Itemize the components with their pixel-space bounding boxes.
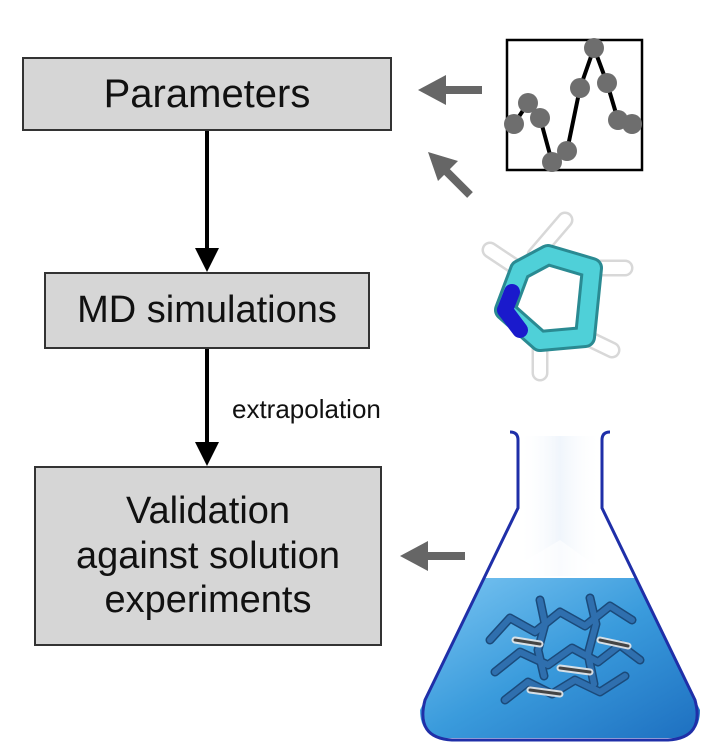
- validation-line-2: against solution: [75, 534, 341, 577]
- arrow-plot-to-parameters: [418, 75, 482, 105]
- pyridine-molecule-icon: [481, 211, 634, 382]
- parameters-box: Parameters: [22, 57, 392, 131]
- arrow-flask-to-validation: [400, 541, 465, 571]
- validation-line-3: experiments: [104, 579, 312, 622]
- erlenmeyer-flask-icon: [420, 430, 700, 742]
- validation-box: Validation against solution experiments: [34, 466, 382, 646]
- extrapolation-label: extrapolation: [232, 394, 381, 424]
- validation-line-1: Validation: [125, 489, 291, 532]
- parameters-label: Parameters: [103, 71, 311, 116]
- line-plot-icon: [504, 38, 644, 172]
- flow-arrow-md-to-validation: [195, 349, 219, 466]
- flow-arrow-params-to-md: [195, 131, 219, 272]
- md-simulations-box: MD simulations: [44, 272, 370, 349]
- md-simulations-label: MD simulations: [77, 289, 337, 331]
- arrow-molecule-to-parameters: [428, 152, 473, 198]
